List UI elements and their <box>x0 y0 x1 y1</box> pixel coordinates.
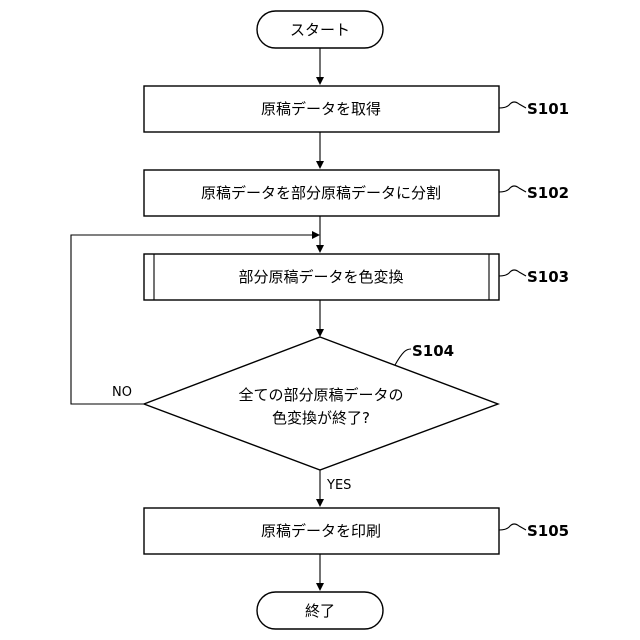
start-label: スタート <box>290 21 350 39</box>
process-s101: 原稿データを取得 <box>144 86 499 132</box>
s102-step-label: S102 <box>527 184 569 202</box>
arrow-start-to-s101 <box>316 48 324 85</box>
s101-label: 原稿データを取得 <box>261 100 381 118</box>
process-s102: 原稿データを部分原稿データに分割 <box>144 170 499 216</box>
s105-step-label: S105 <box>527 522 569 540</box>
s102-label: 原稿データを部分原稿データに分割 <box>201 184 441 202</box>
s103-step-label: S103 <box>527 268 569 286</box>
no-branch-label: NO <box>112 385 132 400</box>
arrow-s101-to-s102 <box>316 132 324 169</box>
yes-branch-label: YES <box>326 478 351 493</box>
arrow-yes-to-s105: YES <box>316 470 351 507</box>
step-tag-s105: S105 <box>499 522 569 540</box>
start-terminal: スタート <box>257 11 383 48</box>
step-tag-s103: S103 <box>499 268 569 286</box>
step-tag-s101: S101 <box>499 100 569 118</box>
step-tag-s104: S104 <box>395 342 454 365</box>
end-label: 終了 <box>305 602 335 620</box>
s105-label: 原稿データを印刷 <box>261 522 381 540</box>
s104-step-label: S104 <box>412 342 454 360</box>
step-tag-s102: S102 <box>499 184 569 202</box>
s103-label: 部分原稿データを色変換 <box>238 268 403 286</box>
s101-step-label: S101 <box>527 100 569 118</box>
s104-label-line1: 全ての部分原稿データの <box>238 386 403 404</box>
s104-label-line2: 色変換が終了? <box>272 409 370 427</box>
end-terminal: 終了 <box>257 592 383 629</box>
arrow-s103-to-s104 <box>316 300 324 337</box>
process-s105: 原稿データを印刷 <box>144 508 499 554</box>
process-s103: 部分原稿データを色変換 <box>144 254 499 300</box>
arrow-s105-to-end <box>316 554 324 591</box>
